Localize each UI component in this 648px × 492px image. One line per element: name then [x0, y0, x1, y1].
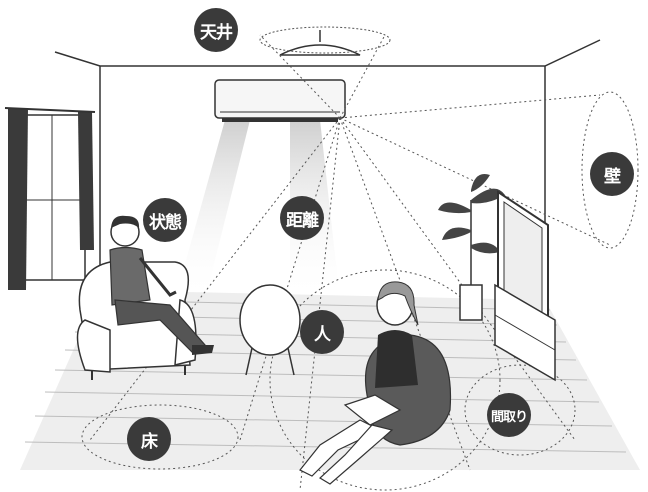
- badge-distance: 距離: [280, 196, 324, 240]
- air-conditioner-icon: [215, 80, 345, 122]
- window-curtain-icon: [5, 108, 95, 290]
- badge-ceiling: 天井: [194, 8, 238, 52]
- badge-floor: 床: [127, 417, 171, 461]
- badge-layout: 間取り: [487, 393, 531, 437]
- badge-person: 人: [300, 310, 344, 354]
- badge-wall: 壁: [590, 152, 634, 196]
- ceiling-lamp-icon: [260, 27, 390, 55]
- badge-condition: 状態: [143, 198, 187, 242]
